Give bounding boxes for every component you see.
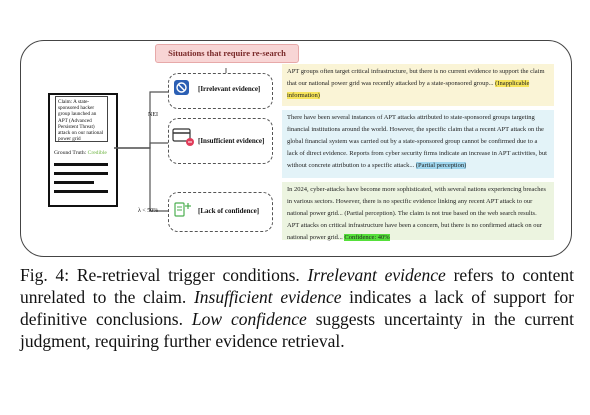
caption-term-low-confidence: Low confidence	[191, 309, 307, 329]
evidence-text: There have been several instances of APT…	[287, 114, 547, 169]
evidence-panel-irrelevant: APT groups often target critical infrast…	[282, 64, 554, 106]
document-line	[54, 172, 108, 175]
evidence-text: APT groups often target critical infrast…	[287, 68, 545, 87]
reason-label-irrelevant: [Irrelevant evidence]	[198, 85, 261, 93]
edit-plus-icon	[174, 202, 191, 217]
document-line	[54, 181, 94, 184]
caption-term-irrelevant: Irrelevant evidence	[307, 265, 446, 285]
document-line	[54, 190, 108, 193]
evidence-highlight: Confidence: 40%	[344, 234, 390, 241]
ground-truth-label: Ground Truth:	[54, 150, 87, 156]
prohibited-icon	[174, 80, 189, 95]
ground-truth-value: Credible	[87, 150, 107, 156]
caption-prefix: Fig. 4: Re-retrieval trigger conditions.	[20, 265, 308, 285]
evidence-panel-insufficient: There have been several instances of APT…	[282, 110, 554, 178]
figure-title: Situations that require re-search	[155, 44, 299, 63]
evidence-highlight: (Partial perception)	[415, 162, 467, 169]
ground-truth: Ground Truth: Credible	[54, 150, 107, 156]
caption-text-1: refers to content unrelated to the claim…	[20, 265, 575, 307]
caption-text-2: indicates a lack of support for definiti…	[20, 287, 574, 329]
reason-label-insufficient: [Insufficient evidence]	[198, 137, 265, 145]
evidence-text: In 2024, cyber-attacks have become more …	[287, 186, 546, 241]
reason-label-confidence: [Lack of confidence]	[198, 207, 260, 215]
caption-term-insufficient: Insufficient evidence	[193, 287, 342, 307]
caption-text-3: suggests uncertainty in the current judg…	[20, 309, 574, 351]
figure-caption: Fig. 4: Re-retrieval trigger conditions.…	[20, 264, 574, 352]
reason-box-confidence	[168, 192, 273, 232]
claim-text: Claim: A state-sponsored hacker group la…	[55, 96, 108, 142]
connector-confidence	[114, 147, 168, 212]
document-line	[54, 163, 108, 166]
claim-document	[48, 93, 118, 207]
edge-label-nei: NEI	[148, 112, 158, 118]
evidence-panel-confidence: In 2024, cyber-attacks have become more …	[282, 182, 554, 241]
edge-label-lambda: λ < 50%	[138, 208, 159, 214]
credit-card-icon	[172, 128, 194, 146]
